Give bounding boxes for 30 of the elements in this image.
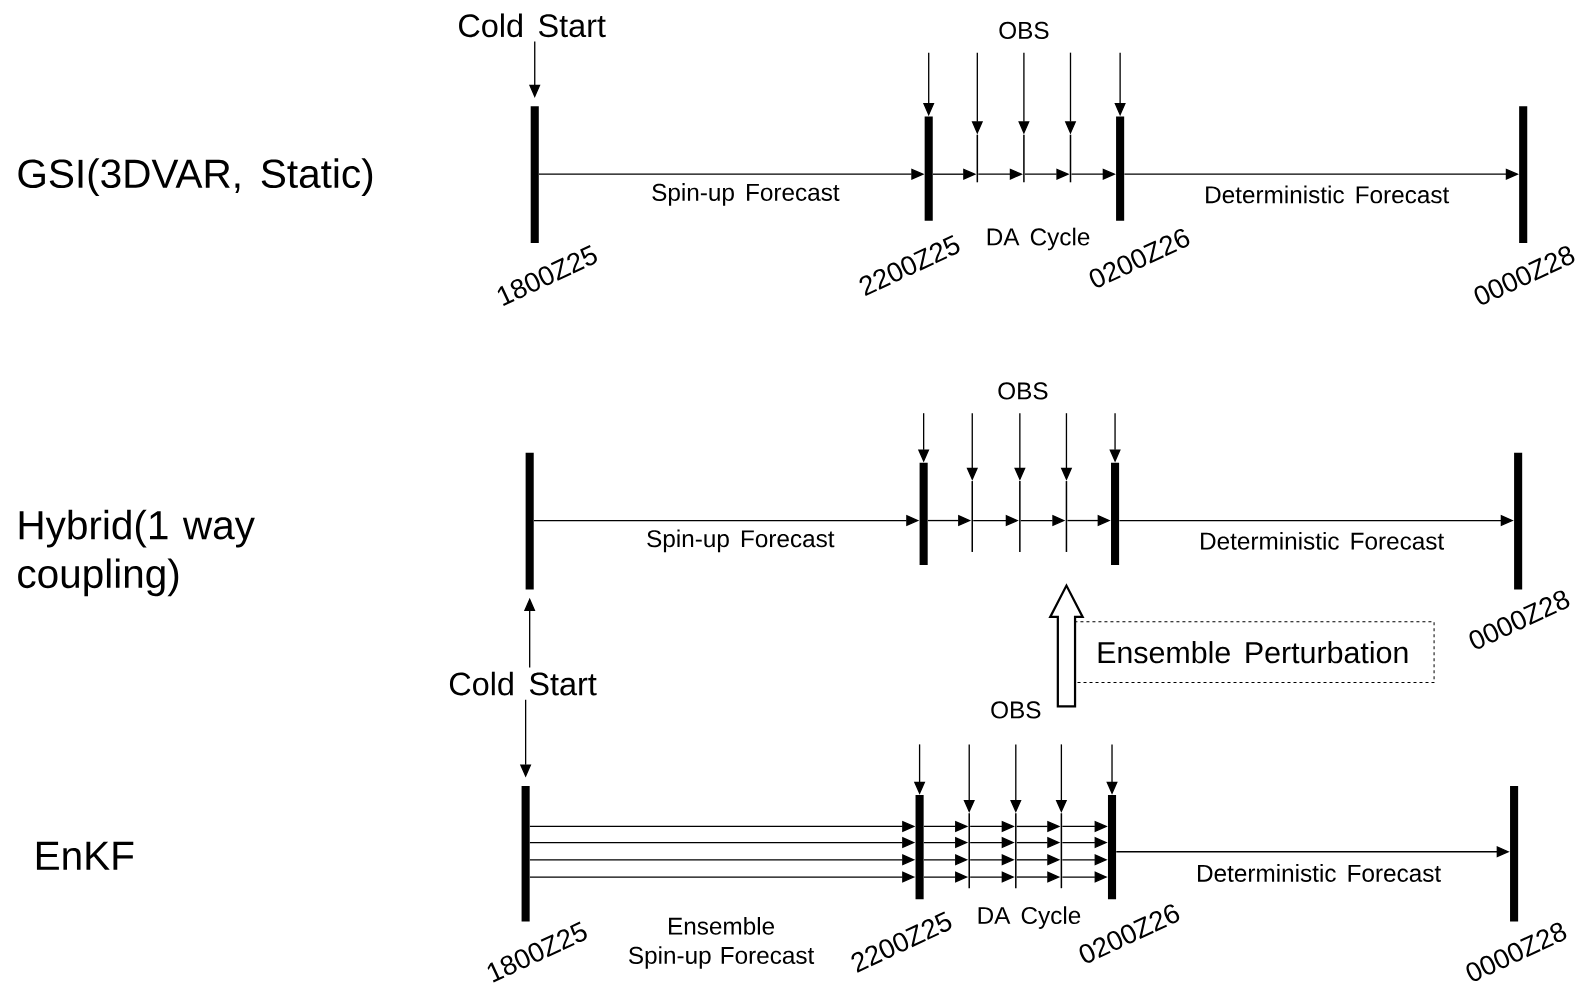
tick-mark <box>971 480 973 552</box>
dashed-box: Ensemble Perturbation <box>1071 621 1435 683</box>
timeline-bar <box>530 106 539 243</box>
edge-label: Deterministic Forecast <box>1201 531 1444 550</box>
event-label: Cold Start <box>449 671 597 696</box>
hollow-arrow <box>1048 582 1085 708</box>
edge-label: Ensemble Spin-up Forecast <box>628 916 815 969</box>
tick-mark <box>1023 134 1025 183</box>
tick-mark <box>1015 813 1017 888</box>
edge-label: Deterministic Forecast <box>1198 863 1441 882</box>
edge-label: Spin-up Forecast <box>652 182 840 206</box>
edge-label: Spin-up Forecast <box>647 529 835 552</box>
obs-label: OBS <box>991 701 1041 719</box>
tick-mark <box>1060 813 1063 888</box>
tick-mark <box>1019 480 1021 552</box>
tick-mark <box>1065 480 1068 552</box>
row-title: EnKF <box>36 841 134 870</box>
event-label: Cold Start <box>459 13 606 37</box>
tick-mark <box>976 134 979 183</box>
obs-label: OBS <box>999 21 1049 39</box>
edge-label: Deterministic Forecast <box>1206 185 1450 204</box>
tick-mark <box>1069 134 1072 183</box>
row-title: GSI(3DVAR, Static) <box>18 158 373 196</box>
phase-label: DA Cycle <box>987 227 1090 251</box>
timeline-bar <box>521 785 530 922</box>
obs-label: OBS <box>998 382 1048 400</box>
tick-mark <box>968 813 970 888</box>
timeline-bar <box>525 452 534 590</box>
phase-label: DA Cycle <box>978 906 1081 929</box>
row-title: Hybrid(1 way coupling) <box>18 509 255 596</box>
